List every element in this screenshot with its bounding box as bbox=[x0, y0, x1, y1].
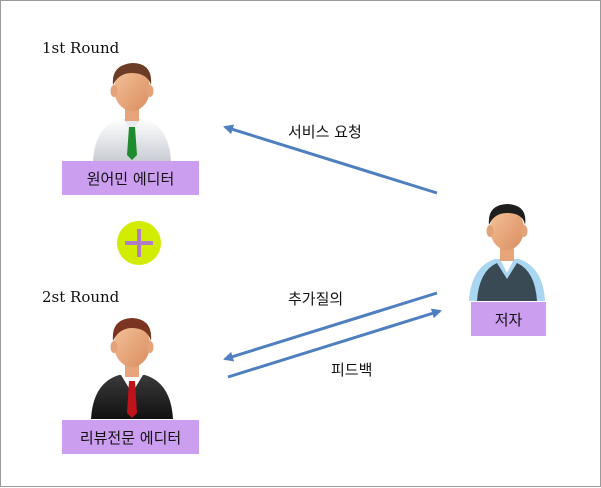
review-editor-icon bbox=[91, 318, 173, 419]
review-editor-tag: 리뷰전문 에디터 bbox=[62, 420, 199, 454]
native-editor-icon bbox=[93, 63, 171, 161]
feedback-label: 피드백 bbox=[331, 361, 373, 379]
service-request-arrow bbox=[223, 124, 438, 195]
additional-question-arrow bbox=[223, 291, 438, 362]
additional-question-label: 추가질의 bbox=[288, 290, 344, 308]
round1-label: 1st Round bbox=[42, 39, 120, 57]
native-editor-tag: 원어민 에디터 bbox=[62, 161, 199, 195]
round2-label: 2st Round bbox=[42, 288, 120, 306]
author-tag: 저자 bbox=[471, 302, 546, 336]
service-request-label: 서비스 요청 bbox=[288, 123, 362, 141]
feedback-arrow bbox=[227, 308, 442, 379]
author-icon bbox=[469, 204, 545, 301]
plus-icon bbox=[117, 221, 161, 265]
